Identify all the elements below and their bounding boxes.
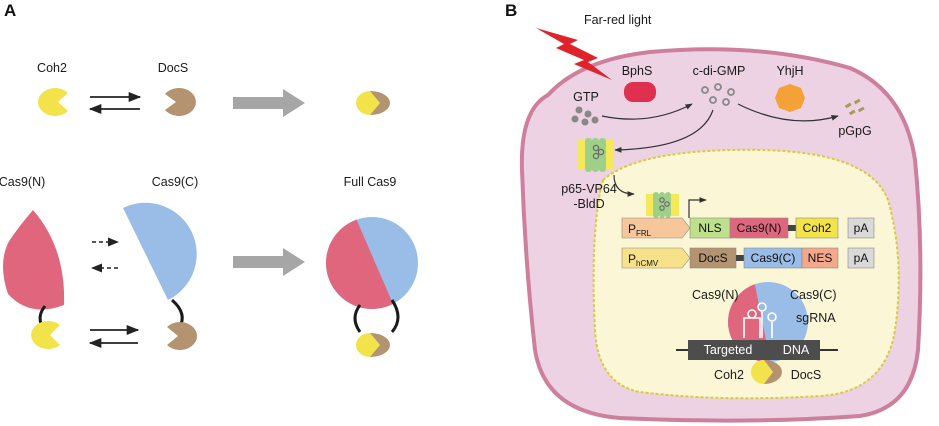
cas9c-shape — [123, 202, 197, 300]
coh2-label: Coh2 — [37, 61, 67, 75]
cdigmp-to-activator-arrow — [614, 109, 714, 153]
yhjh-label: YhjH — [776, 64, 803, 78]
complex-docs-label: DocS — [791, 368, 822, 382]
pgpg-label: pGpG — [838, 124, 871, 138]
coh2-shape — [37, 88, 68, 116]
yhjh-shape — [775, 84, 805, 112]
nucleus — [592, 148, 900, 400]
grey-arrow — [233, 89, 305, 117]
cas9n-box-label: Cas9(N) — [737, 221, 782, 235]
coh2-box — [795, 217, 839, 239]
cdigmp-dots — [701, 83, 735, 106]
coh2-box-label: Coh2 — [803, 221, 832, 235]
gtp-to-cdigmp-arrow — [601, 103, 693, 120]
activator-label-line1: p65-VP64 — [561, 182, 617, 196]
lightning-bolt-icon — [536, 28, 612, 80]
far-red-light-label: Far-red light — [584, 13, 652, 27]
pfrl-label: PFRL — [628, 222, 652, 238]
pfrl-promoter — [621, 217, 691, 239]
panel-a-label: A — [4, 1, 16, 20]
gtp-label: GTP — [573, 90, 599, 104]
activator-label-line2: -BldD — [573, 197, 604, 211]
pa-label-1: pA — [854, 221, 869, 235]
complex-coh2-label: Coh2 — [714, 368, 744, 382]
cas9c-label: Cas9(C) — [152, 175, 199, 189]
complex-cas9n-label: Cas9(N) — [692, 288, 739, 302]
bphs-shape — [624, 82, 656, 102]
full-cas9-linker-right — [390, 299, 400, 333]
dna-label: DNA — [783, 343, 810, 357]
pa-box-2 — [847, 247, 875, 269]
pa-box-1 — [847, 217, 875, 239]
docs-box-label: DocS — [698, 251, 727, 265]
cas9n-shape — [3, 210, 65, 310]
sgrna-label: sgRNA — [796, 311, 836, 325]
phcmv-label: PhCMV — [628, 252, 659, 268]
cas9c-box-label: Cas9(C) — [751, 251, 796, 265]
complex-coh2-docs — [751, 360, 782, 384]
cas9c-docs — [167, 322, 198, 350]
linker-2 — [736, 255, 744, 261]
full-cas9-shape — [326, 217, 418, 309]
cdigmp-label: c-di-GMP — [693, 64, 746, 78]
cas9n-coh2 — [31, 321, 60, 350]
bphs-label: BphS — [622, 64, 653, 78]
gtp-dots — [571, 106, 599, 126]
grey-arrow-2 — [233, 248, 305, 276]
panel-b-label: B — [505, 1, 517, 20]
linker-1 — [788, 225, 796, 231]
docs-shape — [165, 88, 196, 116]
activator-nucleus — [646, 192, 679, 218]
cas9n-label: Cas9(N) — [0, 175, 45, 189]
nes-box — [801, 247, 839, 269]
sgrna-icon — [743, 302, 777, 338]
full-cas9-coh2-docs — [356, 333, 390, 357]
transcription-start-arrow — [688, 197, 707, 218]
phcmv-promoter — [621, 247, 691, 269]
full-cas9-linker-left — [353, 304, 362, 333]
complex-cas9c-label: Cas9(C) — [790, 288, 837, 302]
nls-label: NLS — [698, 221, 721, 235]
activator-cytoplasm — [578, 138, 614, 172]
coh2-docs-complex — [356, 91, 390, 115]
targeted-label: Targeted — [704, 343, 753, 357]
cdigmp-to-pgpg-arrow — [737, 103, 839, 122]
activator-to-nucleus-arrow — [613, 174, 635, 197]
targeted-dna-box — [688, 340, 820, 360]
docs-label: DocS — [158, 61, 189, 75]
full-cas9-label: Full Cas9 — [344, 175, 397, 189]
pgpg-shapes — [844, 98, 865, 116]
nes-label: NES — [808, 251, 833, 265]
pa-label-2: pA — [854, 251, 869, 265]
